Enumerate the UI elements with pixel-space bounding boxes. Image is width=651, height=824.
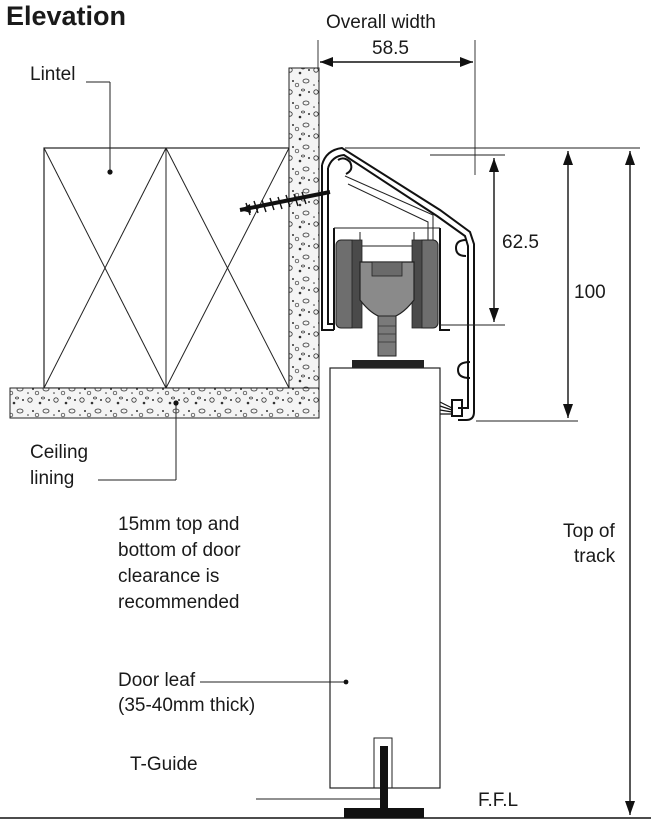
ceiling-lining-label-1: Ceiling	[30, 442, 88, 463]
lintel-leader	[86, 81, 113, 175]
top-of-track-label-2: track	[574, 546, 616, 567]
overall-width-arrow	[320, 57, 473, 67]
ceiling-lining-label-2: lining	[30, 468, 74, 489]
dim-100-value: 100	[574, 282, 606, 303]
hanger-plate	[352, 360, 424, 368]
fixing-screw	[239, 190, 331, 216]
lintel-block	[43, 147, 290, 389]
door-leaf-label-2: (35-40mm thick)	[118, 695, 255, 716]
track-profile	[321, 146, 475, 421]
overall-width-value: 58.5	[372, 38, 409, 59]
wall-concrete	[288, 67, 320, 419]
dim-100-arrow	[345, 147, 578, 422]
door-leaf	[329, 367, 441, 789]
roller-assembly	[335, 239, 439, 368]
hanger-bolt	[377, 315, 397, 357]
door-leaf-label-1: Door leaf	[118, 670, 196, 691]
clearance-note-4: recommended	[118, 592, 239, 613]
door-leaf-leader	[200, 679, 349, 685]
dim-62-5-value: 62.5	[502, 232, 539, 253]
top-of-track-arrow	[578, 147, 640, 815]
clearance-note-3: clearance is	[118, 566, 219, 587]
t-guide-label: T-Guide	[130, 754, 198, 775]
clearance-note-2: bottom of door	[118, 540, 241, 561]
lintel-label: Lintel	[30, 64, 75, 85]
ceiling-lining-slab	[9, 387, 320, 419]
clearance-note-1: 15mm top and	[118, 514, 239, 535]
ffl-label: F.F.L	[478, 790, 518, 811]
brush-seal	[439, 399, 463, 417]
overall-width-label: Overall width	[326, 12, 436, 33]
door-groove	[373, 737, 393, 788]
ceiling-lining-leader	[98, 400, 179, 481]
diagram-title: Elevation	[6, 1, 126, 31]
top-of-track-label-1: Top of	[563, 521, 615, 542]
dim-62-5-arrow	[430, 154, 505, 326]
t-guide	[344, 746, 424, 818]
